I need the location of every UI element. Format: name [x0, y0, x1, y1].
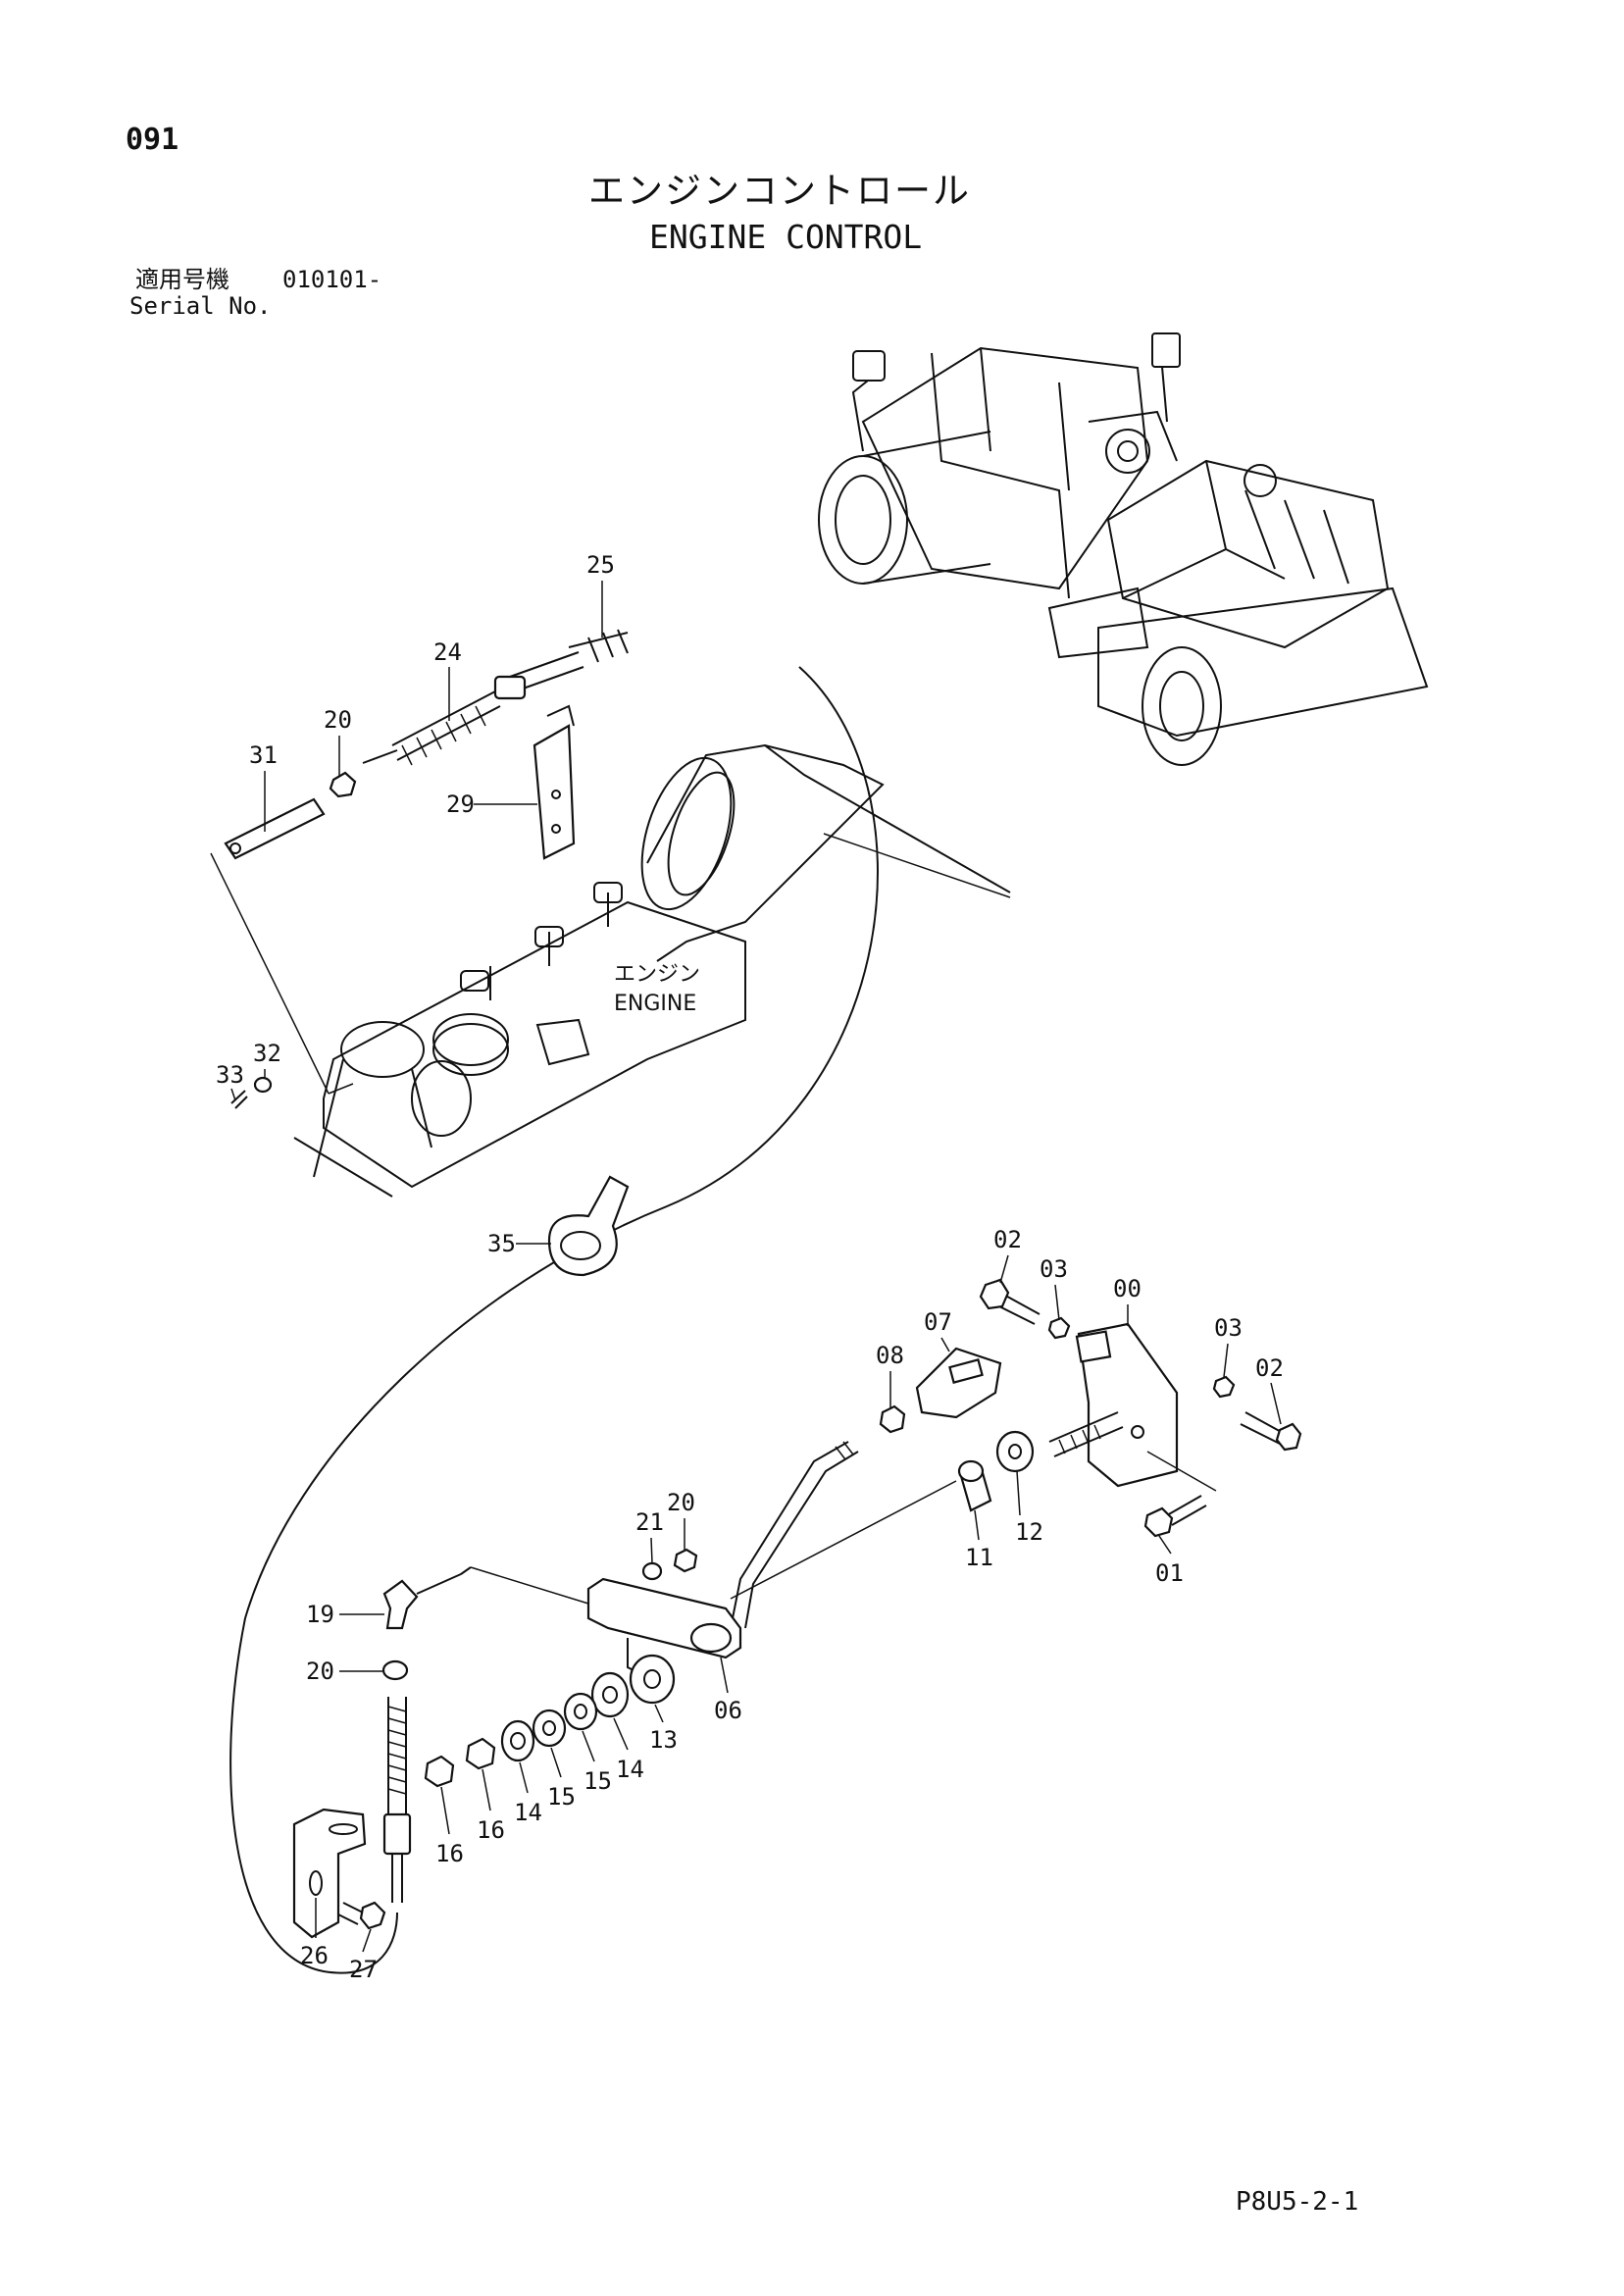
callout-24: 24 [433, 638, 462, 666]
part-callouts: 25 24 20 31 29 33 32 35 02 03 00 07 08 0… [216, 551, 1284, 1983]
title-english: ENGINE CONTROL [649, 218, 923, 256]
callout-31: 31 [249, 741, 278, 769]
callout-35: 35 [487, 1230, 516, 1257]
callout-25: 25 [586, 551, 615, 579]
engine-outline-illustration [293, 743, 1011, 1198]
callout-11: 11 [965, 1544, 993, 1571]
callout-02-right: 02 [1255, 1354, 1284, 1382]
engine-label-japanese: エンジン [614, 962, 700, 987]
callout-16-second: 16 [435, 1840, 464, 1867]
callout-15-second: 15 [547, 1783, 576, 1811]
callout-21: 21 [635, 1508, 664, 1536]
callout-00: 00 [1113, 1275, 1142, 1302]
engine-label-english: ENGINE [614, 992, 696, 1016]
throttle-cable-assembly [210, 626, 801, 1109]
callout-08: 08 [876, 1342, 904, 1369]
callout-29: 29 [446, 791, 475, 818]
callout-27: 27 [349, 1956, 378, 1983]
leader-line [823, 833, 1011, 898]
serial-value: 010101- [282, 266, 382, 293]
callout-14-second: 14 [514, 1799, 542, 1826]
page-code: P8U5-2-1 [1236, 2187, 1359, 2217]
machine-overview-illustration [818, 332, 1429, 766]
serial-label-english: Serial No. [129, 292, 272, 320]
callout-19: 19 [306, 1601, 334, 1628]
callout-33: 33 [216, 1061, 244, 1089]
callout-01: 01 [1155, 1559, 1184, 1587]
cable-routing-line [229, 666, 879, 1974]
serial-label-japanese: 適用号機 [135, 266, 229, 293]
title-japanese: エンジンコントロール [588, 170, 971, 212]
clamp-35 [547, 1175, 630, 1277]
callout-20-lower: 20 [306, 1658, 334, 1685]
callout-03-right: 03 [1214, 1314, 1243, 1342]
callout-15: 15 [584, 1767, 612, 1795]
callout-20: 20 [324, 706, 352, 734]
callout-32: 32 [253, 1040, 281, 1067]
control-lever-assembly [292, 1278, 1302, 1939]
callout-06: 06 [714, 1697, 742, 1724]
callout-02: 02 [993, 1226, 1022, 1253]
page-number: 091 [126, 123, 179, 157]
callout-07: 07 [924, 1308, 952, 1336]
callout-14: 14 [616, 1756, 644, 1783]
callout-03: 03 [1040, 1255, 1068, 1283]
callout-12: 12 [1015, 1518, 1043, 1546]
callout-13: 13 [649, 1726, 678, 1754]
callout-20-lever: 20 [667, 1489, 695, 1516]
callout-16: 16 [477, 1816, 505, 1844]
callout-26: 26 [300, 1942, 329, 1969]
